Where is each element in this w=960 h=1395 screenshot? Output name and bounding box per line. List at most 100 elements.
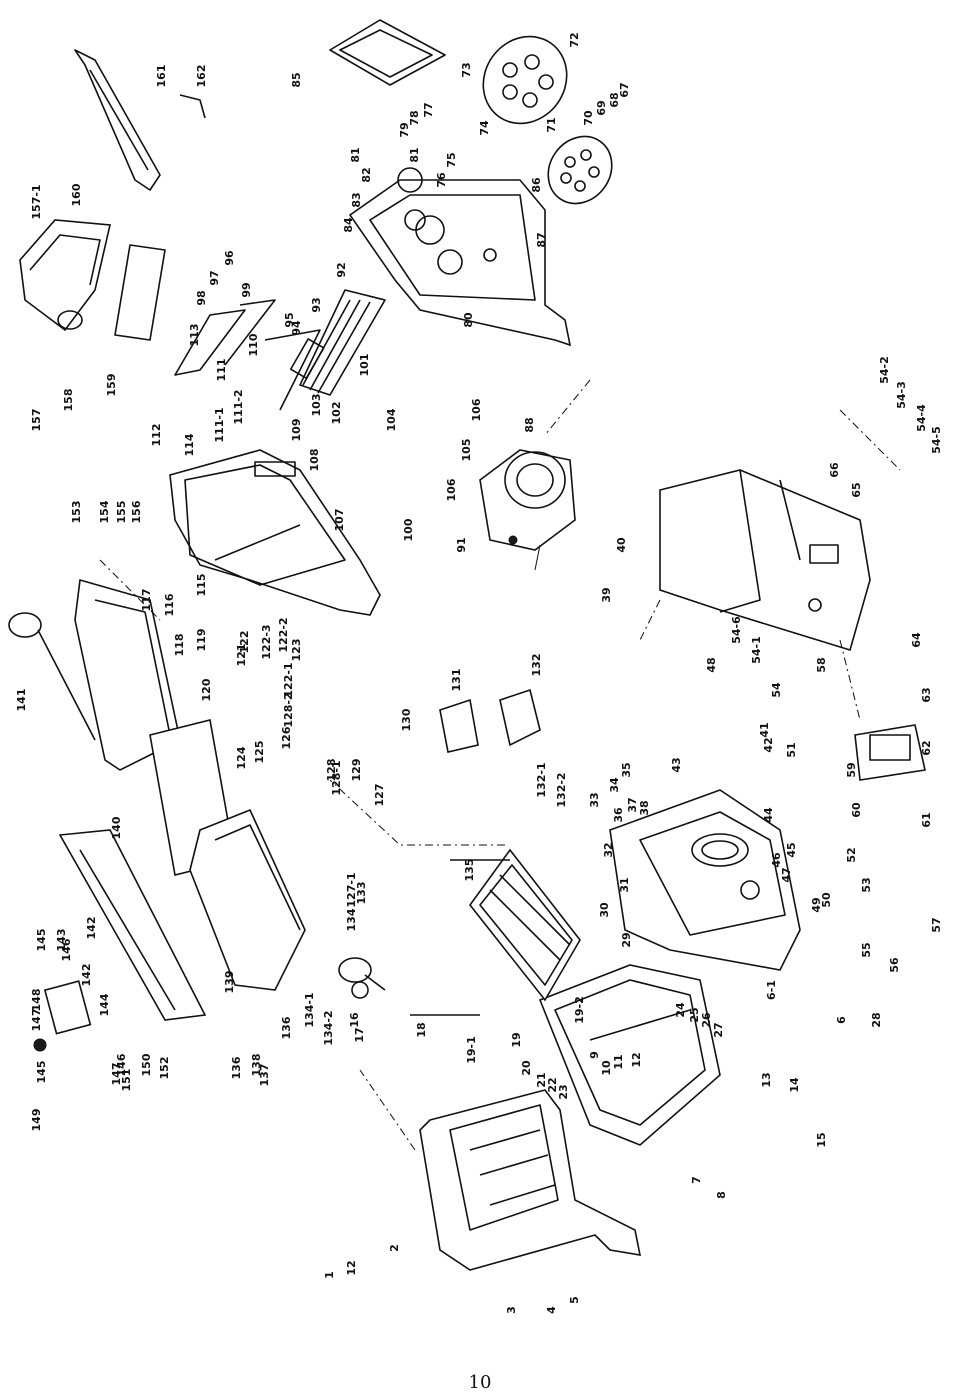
part-label-7: 7 bbox=[690, 1176, 703, 1184]
part-label-44: 44 bbox=[762, 807, 775, 823]
bracket-131 bbox=[439, 698, 479, 753]
part-label-99: 99 bbox=[240, 282, 253, 297]
part-label-72: 72 bbox=[568, 32, 581, 47]
part-label-5: 5 bbox=[568, 1296, 581, 1304]
part-label-134: 134 bbox=[345, 908, 358, 931]
part-label-145: 145 bbox=[35, 1061, 48, 1084]
part-label-95: 95 bbox=[283, 312, 296, 327]
column-housing bbox=[538, 964, 721, 1146]
part-label-4: 4 bbox=[545, 1306, 558, 1314]
part-label-23: 23 bbox=[557, 1084, 570, 1099]
cutterhead-knife-bars bbox=[174, 299, 321, 411]
part-label-122-1: 122-1 bbox=[282, 662, 295, 697]
part-label-92: 92 bbox=[335, 262, 348, 277]
part-label-3: 3 bbox=[505, 1306, 518, 1314]
part-label-134-1: 134-1 bbox=[303, 992, 316, 1027]
part-label-132: 132 bbox=[530, 654, 543, 677]
part-label-136: 136 bbox=[280, 1016, 293, 1039]
part-label-12: 12 bbox=[345, 1260, 358, 1275]
part-label-63: 63 bbox=[920, 687, 933, 702]
part-label-54-4: 54-4 bbox=[915, 404, 928, 432]
large-pulley bbox=[482, 35, 568, 125]
part-label-84: 84 bbox=[342, 217, 355, 233]
part-label-122: 122 bbox=[238, 631, 251, 654]
part-label-47: 47 bbox=[780, 867, 793, 882]
part-label-19-2: 19-2 bbox=[573, 996, 586, 1024]
part-label-127: 127 bbox=[373, 784, 386, 807]
part-label-120: 120 bbox=[200, 678, 213, 701]
handwheel bbox=[338, 957, 386, 999]
part-label-56: 56 bbox=[888, 957, 901, 973]
part-label-10: 10 bbox=[600, 1060, 613, 1076]
bracket-132 bbox=[499, 688, 541, 747]
part-label-58: 58 bbox=[815, 657, 828, 672]
hood-plate bbox=[114, 244, 166, 341]
part-label-65: 65 bbox=[850, 482, 863, 497]
part-label-41: 41 bbox=[758, 722, 771, 737]
part-label-19-1: 19-1 bbox=[465, 1036, 478, 1064]
part-label-109: 109 bbox=[290, 419, 303, 442]
part-label-141: 141 bbox=[15, 689, 28, 712]
base-frame bbox=[419, 1089, 642, 1271]
part-label-159: 159 bbox=[105, 374, 118, 397]
part-label-107: 107 bbox=[333, 509, 346, 532]
part-label-86: 86 bbox=[530, 177, 543, 193]
part-label-114: 114 bbox=[183, 433, 196, 456]
part-label-144: 144 bbox=[98, 993, 111, 1016]
part-label-128-1: 128-1 bbox=[330, 760, 343, 795]
hex-key bbox=[179, 94, 206, 119]
part-label-17: 17 bbox=[353, 1027, 366, 1042]
part-label-2: 2 bbox=[388, 1244, 401, 1252]
part-label-22: 22 bbox=[546, 1077, 559, 1092]
part-label-100: 100 bbox=[402, 518, 415, 541]
part-label-154: 154 bbox=[98, 500, 111, 523]
part-label-82: 82 bbox=[360, 167, 373, 182]
part-label-37: 37 bbox=[626, 797, 639, 812]
part-label-12: 12 bbox=[630, 1052, 643, 1067]
part-label-116: 116 bbox=[163, 593, 176, 616]
part-label-43: 43 bbox=[670, 757, 683, 772]
crank-handle bbox=[8, 612, 96, 741]
part-label-158: 158 bbox=[62, 389, 75, 412]
part-label-51: 51 bbox=[785, 742, 798, 757]
part-label-49: 49 bbox=[810, 897, 823, 912]
part-label-106: 106 bbox=[445, 478, 458, 501]
part-label-54-1: 54-1 bbox=[750, 636, 763, 664]
part-label-106: 106 bbox=[470, 398, 483, 421]
part-label-131: 131 bbox=[450, 669, 463, 692]
part-label-48: 48 bbox=[705, 657, 718, 672]
part-label-46: 46 bbox=[770, 852, 783, 868]
part-label-121: 121 bbox=[235, 644, 248, 667]
part-label-88: 88 bbox=[523, 417, 536, 432]
page-number: 10 bbox=[468, 1372, 492, 1393]
part-label-104: 104 bbox=[385, 408, 398, 431]
part-label-148: 148 bbox=[30, 989, 43, 1012]
part-label-36: 36 bbox=[612, 807, 625, 823]
part-label-55: 55 bbox=[860, 942, 873, 957]
part-label-60: 60 bbox=[850, 802, 863, 818]
part-label-76: 76 bbox=[435, 172, 448, 188]
part-label-156: 156 bbox=[130, 500, 143, 523]
part-label-122-2: 122-2 bbox=[277, 617, 290, 652]
part-label-115: 115 bbox=[195, 574, 208, 597]
part-label-93: 93 bbox=[310, 297, 323, 312]
part-label-20: 20 bbox=[520, 1060, 533, 1076]
part-label-133: 133 bbox=[355, 882, 368, 905]
part-label-69: 69 bbox=[595, 100, 608, 115]
part-label-139: 139 bbox=[223, 971, 236, 994]
part-label-79: 79 bbox=[398, 122, 411, 137]
part-label-50: 50 bbox=[820, 892, 833, 908]
depth-stop bbox=[33, 980, 92, 1052]
part-label-54-2: 54-2 bbox=[878, 356, 891, 384]
part-label-162: 162 bbox=[195, 65, 208, 88]
part-label-39: 39 bbox=[600, 587, 613, 602]
part-label-45: 45 bbox=[785, 842, 798, 857]
part-label-134-2: 134-2 bbox=[322, 1010, 335, 1045]
part-label-57: 57 bbox=[930, 917, 943, 932]
part-label-97: 97 bbox=[208, 270, 221, 285]
part-label-103: 103 bbox=[310, 394, 323, 417]
upper-frame bbox=[169, 449, 381, 616]
part-label-9: 9 bbox=[588, 1051, 601, 1059]
part-label-155: 155 bbox=[115, 501, 128, 524]
part-label-70: 70 bbox=[582, 110, 595, 126]
